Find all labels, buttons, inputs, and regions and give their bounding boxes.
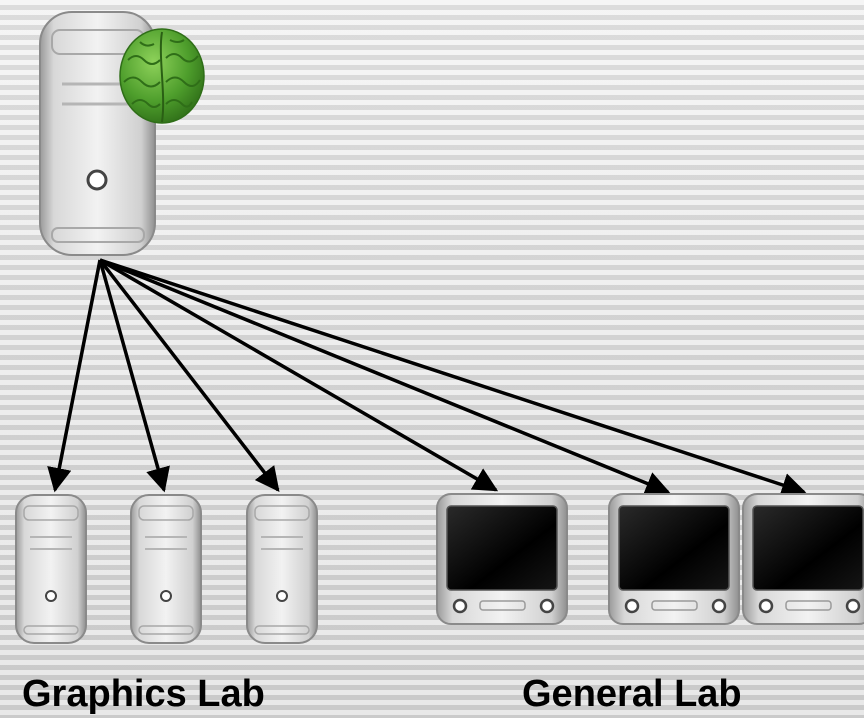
arrow-to-tower-1 xyxy=(47,259,102,493)
brain-icon xyxy=(119,28,205,124)
general-lab-label: General Lab xyxy=(522,673,742,715)
arrow-to-tower-2 xyxy=(98,259,170,493)
connection-arrows xyxy=(47,258,807,497)
arrow-to-tower-3 xyxy=(98,258,280,492)
graphics-lab-label: Graphics Lab xyxy=(22,673,265,715)
arrow-to-monitor-2 xyxy=(99,258,671,496)
general-monitor-1 xyxy=(436,493,568,625)
arrow-to-monitor-3 xyxy=(99,258,807,497)
arrow-to-monitor-1 xyxy=(99,258,499,492)
graphics-tower-3 xyxy=(246,494,318,644)
graphics-tower-1 xyxy=(15,494,87,644)
general-monitor-3 xyxy=(742,493,864,625)
graphics-tower-2 xyxy=(130,494,202,644)
general-monitor-2 xyxy=(608,493,740,625)
